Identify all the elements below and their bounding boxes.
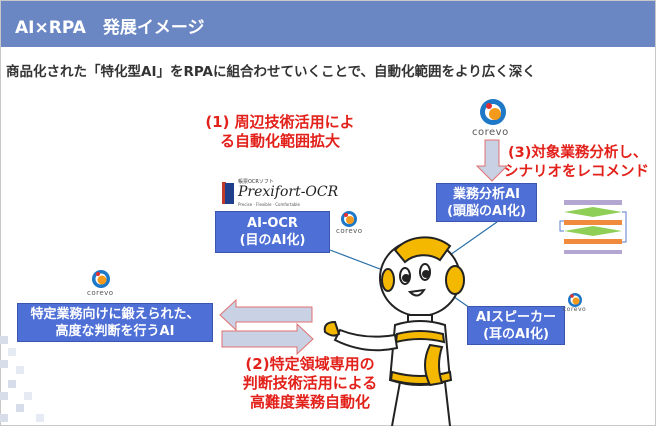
corevo-wordmark: corevo	[87, 289, 114, 297]
slide-subtitle: 商品化された「特化型AI」をRPAに組合わせていくことで、自動化範囲をより広く深…	[6, 64, 536, 80]
callout-2-line2: 判断技術活用による	[242, 374, 378, 392]
analysis-ai-box: 業務分析AI (頭脳のAI化)	[436, 183, 537, 222]
callout-3-line2: シナリオをレコメンド	[504, 164, 649, 180]
slide-title: AI×RPA 発展イメージ	[15, 18, 205, 38]
flowchart-icon	[559, 200, 627, 254]
corevo-logo: corevo	[472, 97, 508, 138]
ai-ocr-label: AI-OCR	[247, 216, 298, 231]
ai-speaker-box: AIスピーカー (耳のAI化)	[467, 306, 565, 345]
corevo-logo-icon	[92, 270, 110, 288]
corevo-wordmark: corevo	[336, 227, 363, 235]
prexifort-tag: 帳票OCRソフト	[238, 179, 274, 185]
corevo-logo-icon	[568, 293, 582, 307]
analysis-ai-sublabel: (頭脳のAI化)	[447, 203, 526, 219]
analysis-ai-label: 業務分析AI	[453, 186, 520, 202]
corevo-logo-icon	[341, 211, 357, 227]
callout-1-line1: (1) 周辺技術活用によ	[205, 113, 355, 131]
document-icon	[222, 182, 234, 204]
right-arrow-icon	[221, 322, 314, 356]
connector-ocr	[329, 249, 389, 273]
specialized-ai-label: 特定業務向けに鍛えられた、	[30, 306, 200, 322]
callout-2-line3: 高難度業務自動化	[249, 393, 370, 411]
corevo-logo-speaker: corevo	[563, 292, 586, 313]
callout-3: (3)対象業務分析し、 シナリオをレコメンド	[504, 144, 656, 182]
specialized-ai-box: 特定業務向けに鍛えられた、 高度な判断を行うAI	[17, 303, 213, 342]
corevo-logo-icon	[480, 99, 506, 125]
corevo-logo-ocr: corevo	[336, 210, 362, 235]
ai-speaker-label: AIスピーカー	[476, 309, 556, 325]
corevo-logo-judge: corevo	[87, 269, 113, 297]
robot-illustration	[323, 236, 465, 426]
ai-ocr-sublabel: (目のAI化)	[239, 233, 306, 248]
callout-1: (1) 周辺技術活用によ る自動化範囲拡大	[175, 113, 385, 151]
header-bar: AI×RPA 発展イメージ	[1, 1, 655, 47]
prexifort-logo: 帳票OCRソフト Prexifort-OCR Precise · Flexibl…	[222, 178, 352, 208]
down-arrow-icon	[475, 139, 509, 182]
corevo-wordmark: corevo	[563, 306, 587, 313]
callout-2-line1: (2)特定領域専用の	[245, 355, 375, 373]
ai-speaker-sublabel: (耳のAI化)	[483, 326, 549, 342]
callout-3-line1: (3)対象業務分析し、	[508, 145, 648, 161]
prexifort-wordmark: Prexifort-OCR	[238, 184, 339, 200]
callout-2: (2)特定領域専用の 判断技術活用による 高難度業務自動化	[215, 355, 405, 412]
callout-1-line2: る自動化範囲拡大	[219, 132, 340, 150]
prexifort-tagline: Precise · Flexible · Comfortable	[238, 202, 301, 207]
left-arrow-icon	[219, 298, 313, 332]
specialized-ai-sublabel: 高度な判断を行うAI	[55, 323, 175, 339]
ai-ocr-box: AI-OCR (目のAI化)	[215, 211, 330, 253]
checker-decoration	[0, 336, 44, 422]
corevo-wordmark: corevo	[472, 127, 509, 138]
